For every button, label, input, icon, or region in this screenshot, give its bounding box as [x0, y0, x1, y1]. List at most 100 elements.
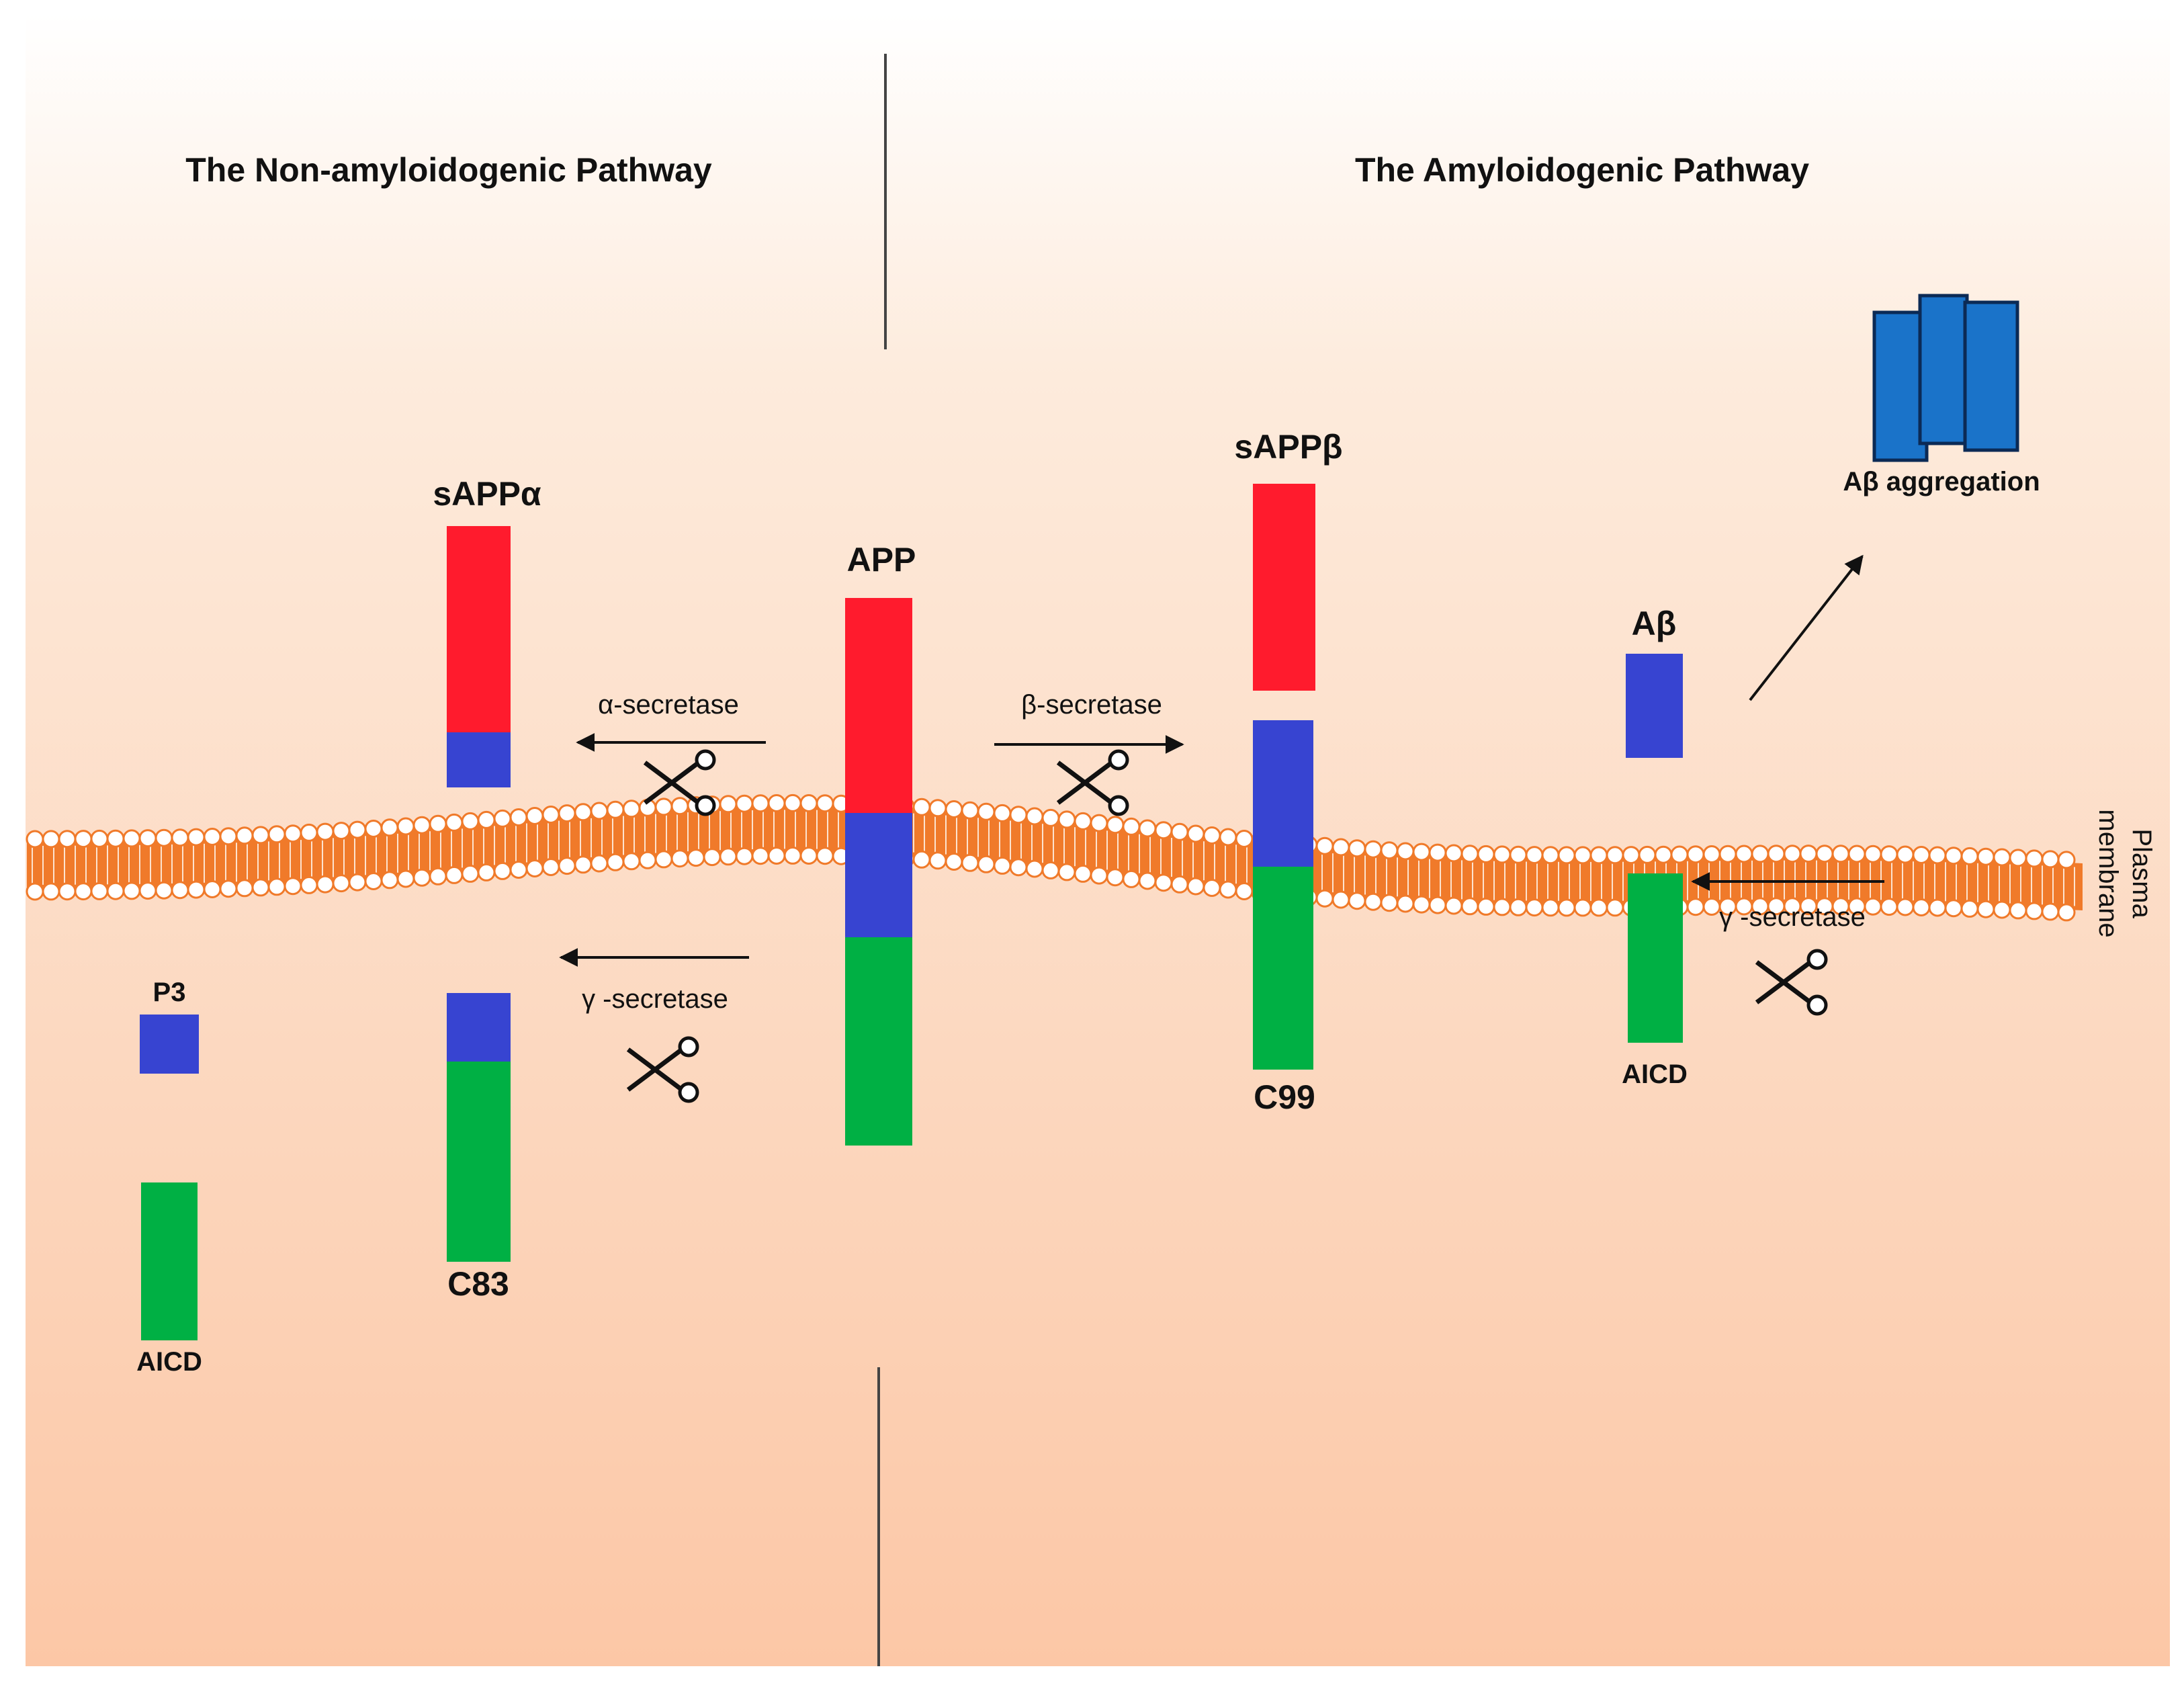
phospholipid-head [1686, 845, 1705, 864]
phospholipid-head [138, 829, 157, 848]
phospholipid-head [574, 803, 593, 822]
phospholipid-head [816, 794, 834, 813]
phospholipid-head [1896, 898, 1915, 916]
phospholipid-head [219, 827, 238, 846]
c99-label: C99 [1254, 1078, 1315, 1116]
phospholipid-head [799, 794, 818, 812]
phospholipid-head [155, 828, 173, 847]
phospholipid-head [751, 794, 770, 813]
phospholipid-head [364, 872, 383, 890]
phospholipid-head [783, 793, 802, 812]
phospholipid-head [1412, 895, 1431, 914]
phospholipid-head [541, 858, 560, 876]
phospholipid-head [1702, 898, 1721, 916]
phospholipid-head [1622, 846, 1641, 865]
phospholipid-head [928, 851, 947, 870]
app-abeta-segment [845, 813, 912, 937]
phospholipid-head [509, 861, 528, 879]
phospholipid-head [945, 853, 963, 871]
phospholipid-head [1138, 871, 1157, 890]
phospholipid-head [1912, 898, 1931, 916]
phospholipid-head [1928, 846, 1947, 865]
phospholipid-head [283, 877, 302, 896]
phospholipid-head [1638, 845, 1657, 864]
phospholipid-head [1122, 869, 1141, 888]
phospholipid-head [332, 822, 351, 840]
phospholipid-head [928, 799, 947, 818]
phospholipid-head [1751, 845, 1770, 863]
phospholipid-head [1880, 845, 1898, 864]
phospholipid-head [1944, 899, 1963, 918]
aicd-right-label: AICD [1622, 1060, 1688, 1089]
phospholipid-head [1186, 824, 1205, 843]
phospholipid-head [509, 808, 528, 826]
phospholipid-head [155, 881, 173, 900]
phospholipid-head [622, 800, 641, 818]
phospholipid-head [1203, 879, 1221, 897]
phospholipid-head [1074, 812, 1092, 830]
phospholipid-head [1864, 897, 1882, 916]
phospholipid-head [1944, 847, 1963, 865]
phospholipid-head [525, 807, 544, 825]
phospholipid-head [461, 864, 480, 883]
phospholipid-head [1493, 898, 1512, 916]
phospholipid-head [1041, 808, 1060, 827]
phospholipid-head [1589, 898, 1608, 917]
phospholipid-head [993, 856, 1012, 875]
p3-label: P3 [153, 978, 186, 1007]
phospholipid-head [606, 853, 625, 871]
phospholipid-head [993, 804, 1012, 822]
sappb-fragment [1253, 484, 1315, 691]
phospholipid-head [1831, 845, 1850, 863]
phospholipid-head [1460, 897, 1479, 916]
phospholipid-head [1993, 848, 2011, 867]
phospholipid-head [1380, 841, 1399, 860]
phospholipid-head [1525, 898, 1544, 917]
phospholipid-head [590, 854, 609, 873]
phospholipid-head [1428, 843, 1447, 862]
phospholipid-head [1041, 861, 1060, 879]
phospholipid-head [912, 850, 931, 869]
phospholipid-head [445, 813, 464, 832]
phospholipid-head [219, 879, 238, 898]
phospholipid-head [1525, 846, 1544, 865]
phospholipid-head [332, 874, 351, 893]
phospholipid-head [1090, 814, 1108, 832]
phospholipid-head [122, 829, 141, 848]
phospholipid-head [1815, 845, 1834, 863]
phospholipid-head [687, 849, 705, 867]
phospholipid-head [1428, 896, 1447, 914]
phospholipid-head [122, 881, 141, 900]
scissors-icon [643, 749, 716, 816]
phospholipid-head [1138, 819, 1157, 838]
phospholipid-head [1686, 898, 1705, 916]
phospholipid-head [961, 853, 979, 872]
phospholipid-head [1396, 842, 1415, 861]
phospholipid-head [364, 820, 383, 838]
phospholipid-head [1573, 846, 1592, 865]
phospholipid-head [1106, 816, 1125, 834]
c83-fragment [447, 993, 511, 1262]
phospholipid-head [767, 794, 786, 812]
phospholipid-head [1960, 899, 1979, 918]
phospholipid-head [300, 823, 318, 842]
phospholipid-head [1364, 840, 1383, 859]
phospholipid-head [719, 847, 738, 866]
app-intracellular-segment [845, 937, 912, 1146]
phospholipid-head [1960, 847, 1979, 865]
abeta-label: Aβ [1632, 605, 1677, 642]
phospholipid-head [1186, 877, 1205, 896]
phospholipid-head [2041, 902, 2060, 921]
phospholipid-head [1557, 846, 1576, 865]
phospholipid-head [42, 830, 60, 849]
sappb-label: sAPPβ [1234, 428, 1342, 466]
sappa-red-segment [447, 526, 511, 732]
phospholipid-head [251, 826, 270, 845]
phospholipid-head [1718, 845, 1737, 863]
aicd-right-fragment [1628, 873, 1683, 1043]
membrane-label-line1: Plasma [2127, 828, 2156, 918]
c83-blue-segment [447, 993, 511, 1062]
phospholipid-head [58, 830, 77, 849]
beta-secretase-label: β-secretase [1021, 690, 1162, 720]
phospholipid-head [816, 847, 834, 865]
